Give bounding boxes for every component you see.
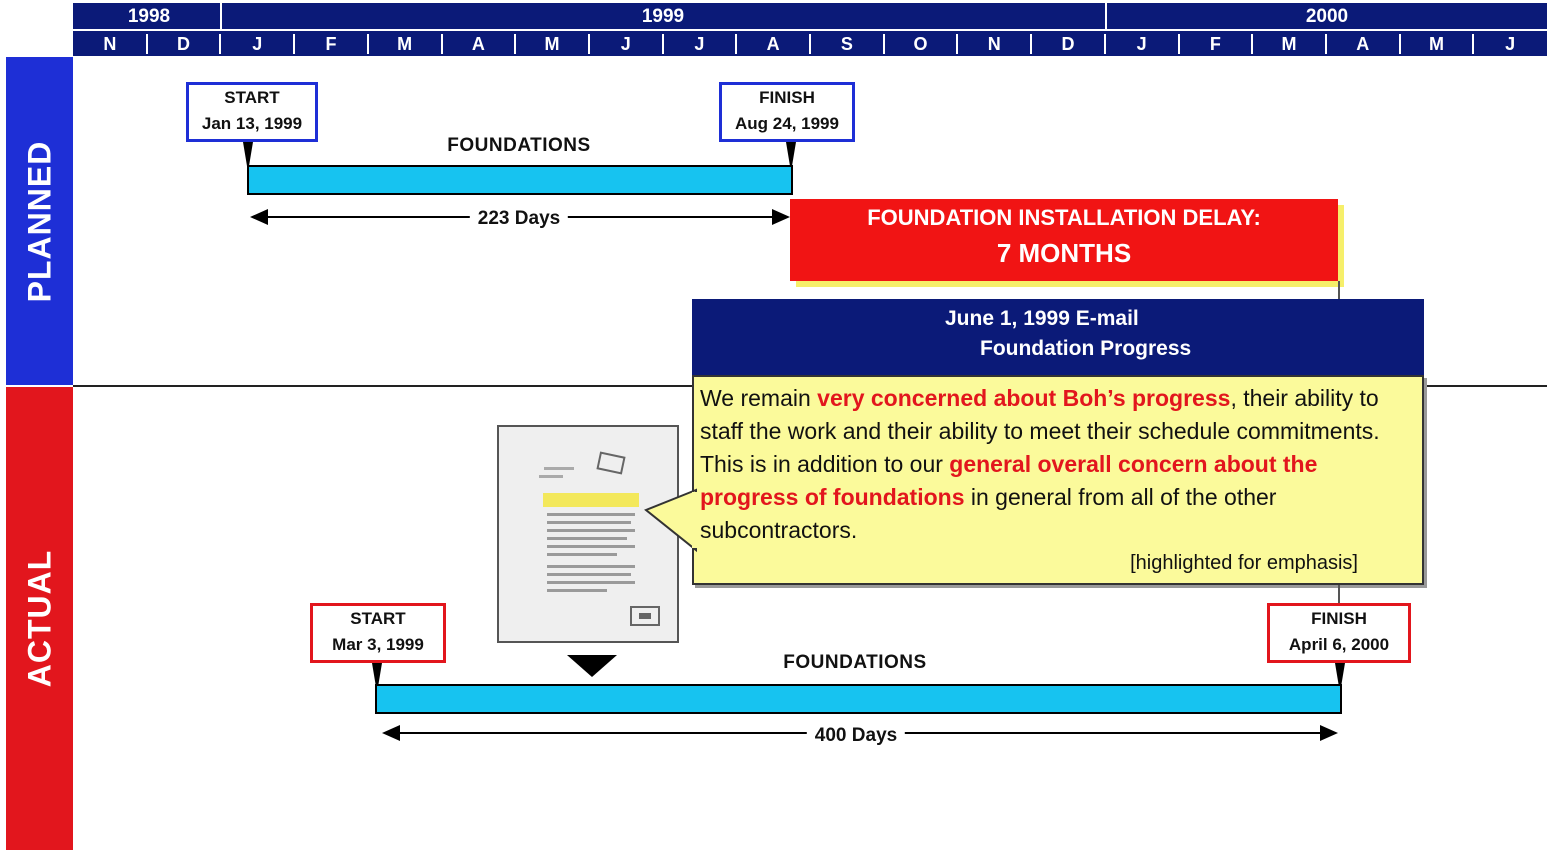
month-label: M <box>1428 34 1444 54</box>
email-subject: Foundation Progress <box>980 337 1192 360</box>
month-label: D <box>177 34 191 54</box>
month-divider <box>145 34 148 54</box>
emphasis-note: [highlighted for emphasis] <box>1130 552 1358 574</box>
month-divider <box>1177 34 1180 54</box>
planned-start-box: START Jan 13, 1999 <box>186 82 318 142</box>
quote-segment: , their ability to staff the work and th… <box>700 385 1380 477</box>
month-label: A <box>471 34 485 54</box>
month-divider <box>1030 34 1033 54</box>
actual-finish-marker <box>1335 663 1345 693</box>
planned-band: PLANNED <box>6 57 73 385</box>
actual-finish-date: April 6, 2000 <box>1288 635 1390 654</box>
month-label: A <box>766 34 780 54</box>
connector-line-actual <box>1338 585 1340 603</box>
planned-bar-label: FOUNDATIONS <box>447 135 591 156</box>
month-divider <box>1398 34 1401 54</box>
year-row: 1998 1999 2000 <box>73 3 1547 56</box>
planned-finish-box: FINISH Aug 24, 1999 <box>719 82 855 142</box>
delay-callout: FOUNDATION INSTALLATION DELAY: 7 MONTHS <box>790 199 1338 281</box>
month-label: F <box>1209 34 1221 54</box>
planned-arrow-left <box>250 209 268 225</box>
month-label: J <box>252 34 263 54</box>
delay-amount: 7 MONTHS <box>996 238 1132 268</box>
actual-start-box: START Mar 3, 1999 <box>310 603 446 663</box>
month-label: A <box>1356 34 1370 54</box>
email-document-thumbnail <box>497 425 679 643</box>
email-quote: We remain very concerned about Boh’s pro… <box>692 375 1424 585</box>
quote-highlight: very concerned about Boh’s progress <box>817 385 1231 411</box>
month-label: M <box>544 34 560 54</box>
month-divider <box>882 34 885 54</box>
planned-start-title: START <box>224 88 280 107</box>
planned-duration-label: 223 Days <box>469 208 569 230</box>
month-divider <box>440 34 443 54</box>
year-label-1999: 1999 <box>641 6 685 27</box>
month-divider <box>587 34 590 54</box>
month-label: M <box>397 34 413 54</box>
actual-start-marker <box>372 663 382 693</box>
year-label-1998: 1998 <box>127 6 171 27</box>
actual-start-title: START <box>350 609 406 628</box>
actual-bar-label: FOUNDATIONS <box>783 652 927 673</box>
month-divider <box>809 34 811 54</box>
actual-foundations-bar <box>375 684 1342 714</box>
email-date-marker <box>567 655 617 677</box>
email-header: June 1, 1999 E-mail Foundation Progress <box>692 299 1424 375</box>
actual-duration-label: 400 Days <box>806 725 906 747</box>
quote-pointer <box>644 488 698 553</box>
connector-line <box>1338 281 1340 299</box>
planned-start-marker <box>243 142 253 172</box>
actual-finish-title: FINISH <box>1311 609 1367 628</box>
month-label: J <box>694 34 705 54</box>
month-divider <box>1472 34 1475 54</box>
month-divider <box>219 34 222 54</box>
month-label: J <box>1136 34 1147 54</box>
month-divider <box>514 34 517 54</box>
month-label: D <box>1061 34 1075 54</box>
planned-finish-date: Aug 24, 1999 <box>735 114 839 133</box>
delay-title: FOUNDATION INSTALLATION DELAY: <box>867 205 1261 230</box>
month-label: O <box>913 34 928 54</box>
quote-segment: in general from all of the other subcont… <box>700 484 1277 543</box>
month-divider <box>293 34 296 54</box>
month-divider <box>956 34 959 54</box>
actual-arrow-left <box>382 725 400 741</box>
quote-text: We remain very concerned about Boh’s pro… <box>700 382 1418 547</box>
month-label: N <box>103 34 117 54</box>
quote-segment: We remain <box>700 385 818 411</box>
month-label: S <box>840 34 853 54</box>
actual-start-date: Mar 3, 1999 <box>332 635 424 654</box>
year-label-2000: 2000 <box>1305 6 1349 27</box>
month-divider <box>1324 34 1327 54</box>
planned-start-date: Jan 13, 1999 <box>201 114 303 133</box>
actual-label: ACTUAL <box>21 549 57 688</box>
planned-arrow-right <box>772 209 790 225</box>
planned-finish-marker <box>786 142 796 172</box>
actual-finish-box: FINISH April 6, 2000 <box>1267 603 1411 663</box>
month-divider <box>661 34 664 54</box>
actual-band: ACTUAL <box>6 387 73 850</box>
month-label: N <box>987 34 1001 54</box>
quote-highlight: general overall concern about the progre… <box>700 451 1318 510</box>
actual-arrow-right <box>1320 725 1338 741</box>
planned-foundations-bar <box>247 165 793 195</box>
email-date: June 1, 1999 E-mail <box>945 307 1139 330</box>
month-label: M <box>1281 34 1297 54</box>
month-label: J <box>620 34 631 54</box>
document-icon <box>539 451 660 626</box>
month-divider <box>366 34 369 54</box>
month-divider <box>735 34 738 54</box>
planned-label: PLANNED <box>21 140 58 302</box>
month-label: J <box>1505 34 1516 54</box>
planned-finish-title: FINISH <box>759 88 815 107</box>
month-divider <box>1103 34 1106 54</box>
month-divider <box>1251 34 1254 54</box>
month-label: F <box>325 34 337 54</box>
